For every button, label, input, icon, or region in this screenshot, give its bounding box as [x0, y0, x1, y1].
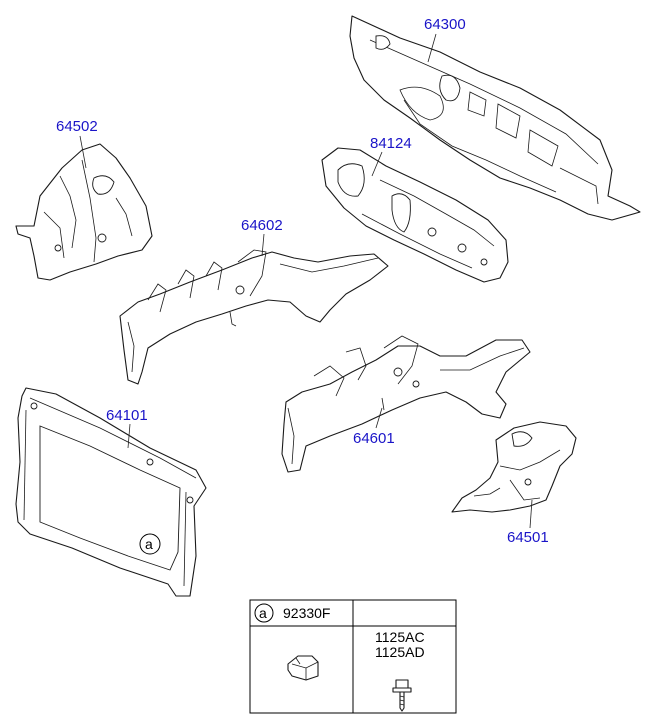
- callout-64300: 64300: [424, 16, 466, 33]
- part-fender-apron-lh: [15, 143, 153, 281]
- part-cowl-panel: [321, 147, 509, 283]
- table-marker-a: a: [259, 605, 267, 621]
- marker-a-letter: a: [145, 536, 153, 552]
- marker-a: a: [139, 533, 161, 555]
- part-fender-apron-rh: [451, 421, 577, 513]
- part-side-member-lh: [119, 249, 389, 385]
- callout-labels: 64300 64502 84124 64602 64101 64601 6450…: [56, 16, 549, 546]
- callout-64101: 64101: [106, 407, 148, 424]
- callout-64601: 64601: [353, 430, 395, 447]
- table-bolt-1125ac: 1125AC: [375, 629, 425, 645]
- callout-64501: 64501: [507, 529, 549, 546]
- part-side-member-rh: [281, 335, 531, 473]
- part-dash-panel: [349, 15, 641, 221]
- callout-64602: 64602: [241, 217, 283, 234]
- table-part-92330f: 92330F: [283, 605, 330, 621]
- callout-64502: 64502: [56, 118, 98, 135]
- callout-84124: 84124: [370, 135, 412, 152]
- parts-table: a 92330F 1125AC 1125AD: [249, 599, 457, 714]
- bolt-icon: [392, 679, 412, 712]
- table-bolt-1125ad: 1125AD: [375, 644, 425, 660]
- clip-icon: [287, 655, 319, 681]
- leader-lines: [79, 33, 533, 529]
